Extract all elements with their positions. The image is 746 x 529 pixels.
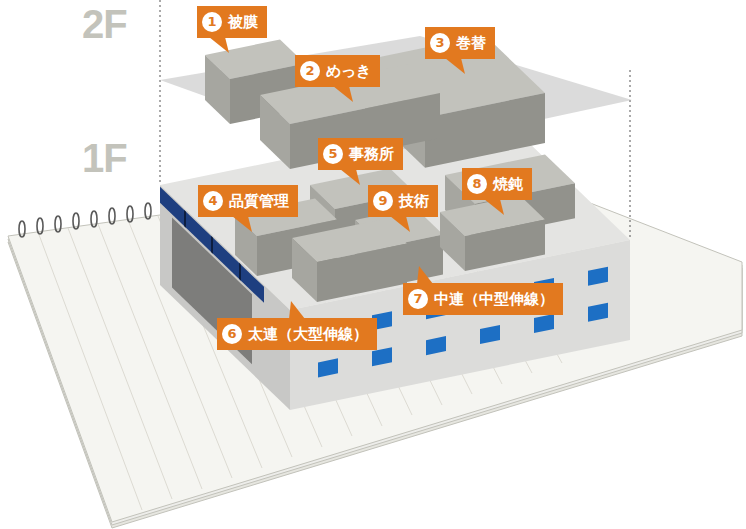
callout-box: 2 めっき: [295, 55, 380, 87]
callout-pointer: [417, 266, 437, 284]
callout-number: 5: [323, 144, 343, 164]
room-name: 被膜: [228, 13, 258, 32]
callout-box: 4 品質管理: [198, 185, 298, 217]
callout-box: 1 被膜: [197, 6, 267, 38]
callout-pointer: [445, 58, 465, 76]
callout-box: 3 巻替: [425, 27, 495, 59]
room-name: 焼鈍: [493, 175, 523, 194]
callout-pointer: [232, 216, 252, 234]
callout-pointer: [333, 86, 353, 104]
callout-box: 6 太連（大型伸線）: [217, 318, 377, 350]
room-name: 中連（中型伸線）: [434, 290, 554, 309]
callout-pointer: [209, 37, 229, 55]
callout-pointer-shape: [333, 86, 353, 102]
callout-number: 6: [222, 324, 242, 344]
callout-number: 9: [373, 191, 393, 211]
room-name: めっき: [326, 62, 371, 81]
callout-pointer-shape: [232, 216, 252, 232]
callout-pointer: [289, 301, 309, 319]
callout-number: 2: [300, 61, 320, 81]
room-name: 技術: [399, 192, 429, 211]
callout-box: 7 中連（中型伸線）: [403, 283, 563, 315]
callout-number: 1: [202, 12, 222, 32]
callout-number: 3: [430, 33, 450, 53]
floor-label: 2F: [82, 4, 127, 44]
callout-pointer-shape: [340, 169, 360, 185]
callout-number: 7: [408, 289, 428, 309]
notebook-page: [8, 168, 742, 522]
spiral-binding: [19, 203, 151, 237]
room-name: 巻替: [456, 34, 486, 53]
ruled-lines: [38, 176, 562, 510]
callout-box: 9 技術: [368, 185, 438, 217]
callout-box: 8 焼鈍: [462, 168, 532, 200]
callout-box: 5 事務所: [318, 138, 403, 170]
room-blocks-1f: [235, 154, 575, 302]
callout-pointer-shape: [484, 199, 504, 215]
callout-pointer: [390, 216, 410, 234]
callout-number: 8: [467, 174, 487, 194]
callout-pointer: [484, 199, 504, 217]
callout-pointer-shape: [209, 37, 229, 53]
callout-pointer: [340, 169, 360, 187]
room-name: 品質管理: [229, 192, 289, 211]
callout-pointer-shape: [417, 266, 433, 284]
callout-number: 4: [203, 191, 223, 211]
callout-pointer-shape: [445, 58, 465, 74]
callout-pointer-shape: [289, 301, 305, 319]
floor-label: 1F: [82, 138, 127, 178]
room-name: 事務所: [349, 145, 394, 164]
room-name: 太連（大型伸線）: [248, 325, 368, 344]
callout-pointer-shape: [390, 216, 410, 232]
